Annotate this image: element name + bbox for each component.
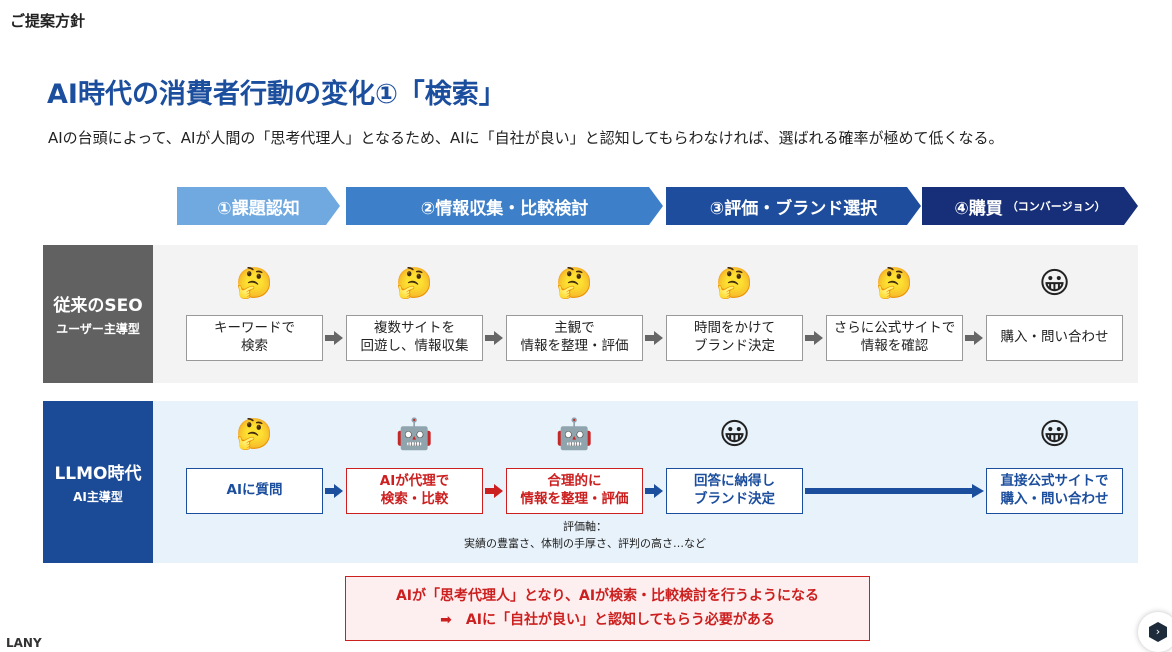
step-note: （コンバージョン） — [1006, 200, 1106, 213]
seo-row-label: 従来のSEO ユーザー主導型 — [43, 245, 153, 383]
seo-title: 従来のSEO — [53, 296, 143, 316]
robot-emoji-icon: 🤖 — [555, 417, 594, 452]
step-2: ②情報収集・比較検討 — [346, 187, 663, 225]
llmo-arrow-shaft — [645, 488, 655, 494]
seo-arrow-icon — [334, 331, 343, 345]
seo-arrow-icon — [654, 331, 663, 345]
thinking-emoji-icon: 😀 — [1038, 266, 1071, 301]
seo-step-box: 時間をかけて ブランド決定 — [666, 315, 803, 361]
note-body: 実績の豊富さ、体制の手厚さ、評判の高さ…など — [464, 537, 706, 551]
seo-step-box: 購入・問い合わせ — [986, 315, 1123, 361]
seo-arrow-icon — [814, 331, 823, 345]
note-title: 評価軸： — [563, 520, 607, 533]
thinking-emoji-icon: 🤔 — [395, 266, 434, 301]
chevron-right-icon: › — [1149, 622, 1167, 642]
step-label: ②情報収集・比較検討 — [420, 198, 589, 219]
evaluation-note: 評価軸： 実績の豊富さ、体制の手厚さ、評判の高さ…など — [420, 518, 750, 552]
seo-step-box: キーワードで 検索 — [186, 315, 323, 361]
llmo-row-label: LLMO時代 AI主導型 — [43, 401, 153, 563]
llmo-step-box: 合理的に 情報を整理・評価 — [506, 468, 643, 514]
seo-arrow-icon — [494, 331, 503, 345]
llmo-arrow-shaft — [485, 488, 495, 494]
section-header: ご提案方針 — [10, 12, 86, 30]
llmo-arrow-shaft — [325, 488, 335, 494]
seo-subtitle: ユーザー主導型 — [56, 322, 140, 336]
robot-emoji-icon: 🤖 — [395, 417, 434, 452]
smile-emoji-icon: 😀 — [1038, 417, 1071, 452]
seo-step-box: さらに公式サイトで 情報を確認 — [826, 315, 963, 361]
seo-step-box: 主観で 情報を整理・評価 — [506, 315, 643, 361]
llmo-arrow-icon — [334, 484, 343, 498]
seo-step-box: 複数サイトを 回遊し、情報収集 — [346, 315, 483, 361]
llmo-arrow-icon — [654, 484, 663, 498]
step-1: ①課題認知 — [177, 187, 340, 225]
seo-arrow-shaft — [965, 335, 975, 341]
thinking-emoji-icon: 🤔 — [555, 266, 594, 301]
seo-arrow-shaft — [485, 335, 495, 341]
conclusion-box: AIが「思考代理人」となり、AIが検索・比較検討を行うようになる ➡ AIに「自社… — [345, 576, 870, 641]
smile-emoji-icon: 😀 — [718, 417, 751, 452]
long-arrow-shaft — [805, 488, 973, 494]
step-4: ④購買（コンバージョン） — [922, 187, 1138, 225]
logo: LANY — [6, 636, 42, 650]
thinking-emoji-icon: 🤔 — [715, 266, 754, 301]
page-subtitle: AIの台頭によって、AIが人間の「思考代理人」となるため、AIに「自社が良い」と… — [48, 129, 1004, 147]
conclusion-line1: AIが「思考代理人」となり、AIが検索・比較検討を行うようになる — [395, 587, 820, 604]
step-label: ①課題認知 — [217, 198, 300, 219]
conclusion-line2: ➡ AIに「自社が良い」と認知してもらう必要がある — [440, 611, 775, 628]
assistant-button[interactable]: › — [1138, 612, 1172, 652]
seo-arrow-shaft — [325, 335, 335, 341]
long-arrow-icon — [972, 484, 984, 498]
seo-arrow-icon — [974, 331, 983, 345]
llmo-step-box: 回答に納得し ブランド決定 — [666, 468, 803, 514]
thinking-emoji-icon: 🤔 — [235, 417, 274, 452]
llmo-subtitle: AI主導型 — [73, 490, 123, 504]
step-label: ④購買 — [954, 198, 1003, 219]
llmo-step-box: 直接公式サイトで 購入・問い合わせ — [986, 468, 1123, 514]
thinking-emoji-icon: 🤔 — [235, 266, 274, 301]
llmo-step-box: AIが代理で 検索・比較 — [346, 468, 483, 514]
step-3: ③評価・ブランド選択 — [666, 187, 921, 225]
seo-arrow-shaft — [645, 335, 655, 341]
seo-arrow-shaft — [805, 335, 815, 341]
llmo-arrow-icon — [494, 484, 503, 498]
thinking-emoji-icon: 🤔 — [875, 266, 914, 301]
page-title: AI時代の消費者行動の変化①「検索」 — [47, 79, 506, 110]
llmo-title: LLMO時代 — [54, 464, 142, 484]
llmo-step-box: AIに質問 — [186, 468, 323, 514]
step-label: ③評価・ブランド選択 — [709, 198, 878, 219]
